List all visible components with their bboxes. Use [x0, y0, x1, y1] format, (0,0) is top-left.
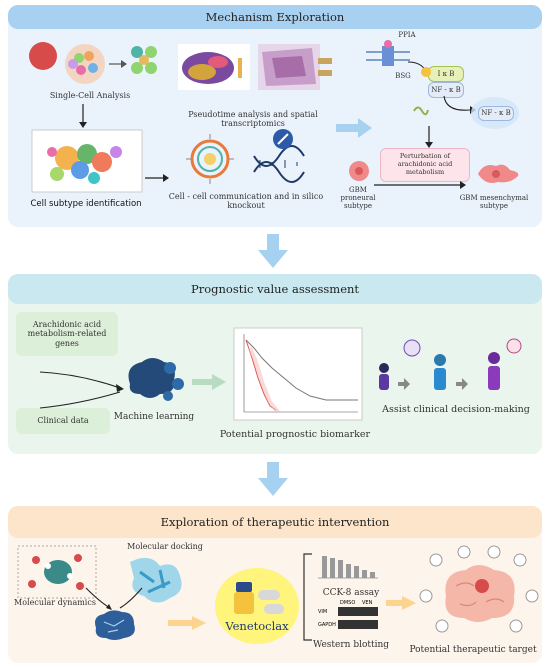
- wb-dmso-label: DMSO: [340, 600, 356, 606]
- gbm-proneural-label: GBM proneural subtype: [340, 186, 376, 211]
- clinical-decision-label: Assist clinical decision-making: [382, 404, 530, 415]
- p-circle-icon: [421, 67, 431, 77]
- pathway-arrow-down: [425, 126, 433, 148]
- umap-plot: [31, 129, 143, 193]
- western-blot-image: DMSO VEN VIM GAPDH: [318, 600, 380, 632]
- section-arrow-down-1: [258, 234, 288, 268]
- membrane-receptor: [366, 40, 410, 66]
- cell-communication-plot: [186, 134, 234, 184]
- wb-ven-label: VEN: [362, 600, 373, 606]
- cell-subtype-label: Cell subtype identification: [30, 199, 142, 209]
- cell-communication-label: Cell - cell communication and in silico …: [168, 192, 324, 211]
- therapeutic-target-brain: [419, 545, 539, 633]
- machine-learning-brain: [128, 358, 184, 401]
- ppia-label: PPIA: [398, 31, 416, 39]
- machine-learning-label: Machine learning: [113, 412, 195, 422]
- dna-icon: [253, 145, 305, 183]
- clinical-data-box: Clinical data: [16, 408, 110, 434]
- cck8-bar-chart: [318, 556, 378, 579]
- docking-arrows: [85, 587, 143, 610]
- cck8-label: CCK-8 assay: [322, 588, 380, 598]
- mechanism-header: Mechanism Exploration: [8, 5, 542, 29]
- single-cell-label: Single-Cell Analysis: [49, 91, 131, 100]
- arrow-right-1: [145, 174, 169, 182]
- western-blotting-label: Western blotting: [312, 640, 390, 650]
- pseudotime-label: Pseudotime analysis and spatial transcri…: [188, 110, 318, 129]
- pseudotime-plot: [178, 44, 250, 90]
- therapeutic-title: Exploration of therapeutic intervention: [160, 515, 390, 529]
- nfkb-box: NF - κ B: [428, 82, 464, 98]
- genes-box: Arachidonic acid metabolism-related gene…: [16, 312, 118, 356]
- bsg-label: BSG: [395, 72, 411, 80]
- spatial-plot: [258, 44, 320, 90]
- ai-brain-icon: [95, 610, 135, 640]
- survival-curve-plot: [233, 327, 363, 421]
- ikb-box: I κ B: [428, 66, 464, 82]
- assay-bracket: [303, 553, 312, 641]
- venetoclax-glow: [215, 568, 299, 644]
- wb-gapdh-label: GAPDH: [318, 622, 336, 628]
- gbm-proneural-cell: [349, 161, 369, 181]
- big-arrow-right: [336, 118, 372, 138]
- gbm-transition-arrow: [374, 181, 466, 189]
- protein-structure-image: [130, 557, 182, 603]
- nfkb-nucleus-box: NF - κ B: [478, 106, 514, 121]
- wb-vim-label: VIM: [318, 609, 328, 615]
- molecular-dynamics-label: Molecular dynamics: [14, 598, 96, 607]
- spatial-markers: [318, 58, 332, 76]
- perturbation-box: Perturbation of arachidonic acid metabol…: [380, 148, 470, 182]
- prognostic-header: Prognostic value assessment: [8, 274, 542, 304]
- arrow-down-1: [79, 104, 87, 128]
- therapeutic-target-label: Potential therapeutic target: [409, 645, 537, 655]
- input-arrows: [39, 371, 124, 409]
- yellow-arrow-right-2: [386, 596, 416, 610]
- prognostic-title: Prognostic value assessment: [190, 282, 360, 296]
- prognostic-biomarker-label: Potential prognostic biomarker: [219, 429, 371, 440]
- single-cell-illustration: [29, 42, 157, 84]
- patient-progression-icons: [379, 338, 522, 390]
- yellow-arrow-right: [168, 616, 206, 630]
- degraded-ikb-icon: [413, 106, 429, 116]
- molecular-docking-label: Molecular docking: [127, 542, 203, 551]
- mechanism-title: Mechanism Exploration: [205, 10, 345, 24]
- therapeutic-header: Exploration of therapeutic intervention: [8, 506, 542, 538]
- molecular-dynamics-image: [17, 545, 97, 599]
- venetoclax-label: Venetoclax: [225, 619, 289, 633]
- gbm-mesenchymal-cell: [478, 164, 519, 183]
- gbm-mesenchymal-label: GBM mesenchymal subtype: [459, 194, 529, 211]
- green-arrow-right: [192, 374, 226, 390]
- pen-hand-icon: [273, 129, 293, 149]
- section-arrow-down-2: [258, 462, 288, 496]
